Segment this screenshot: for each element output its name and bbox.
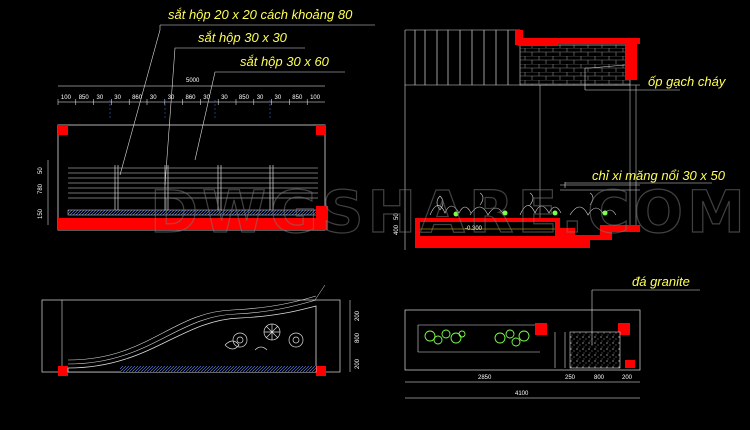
segment-dim-10: 850 xyxy=(239,95,250,101)
segment-dim-2: 30 xyxy=(97,95,104,101)
dim-total-width: 5000 xyxy=(186,78,200,84)
side-dim-2: 780 xyxy=(38,183,44,194)
plan-dim-1: 200 xyxy=(355,310,361,321)
label-box-30x30: sắt hộp 30 x 30 xyxy=(198,30,288,45)
side-dim-50: 50 xyxy=(394,213,400,220)
plan-dim-total: 4100 xyxy=(515,391,529,397)
segment-dim-14: 100 xyxy=(310,95,321,101)
segment-dim-5: 30 xyxy=(150,95,157,101)
segment-dim-7: 860 xyxy=(186,95,197,101)
label-box-20x20: sắt hộp 20 x 20 cách khoảng 80 xyxy=(168,7,353,22)
label-cement-trim: chỉ xi măng nổi 30 x 50 xyxy=(592,168,726,183)
segment-dim-9: 30 xyxy=(221,95,228,101)
granite-block xyxy=(569,331,621,369)
plan-dim-3: 200 xyxy=(355,358,361,369)
side-dim-400: 400 xyxy=(394,224,400,235)
plan-dim-800: 800 xyxy=(594,375,605,381)
segment-dim-4: 860 xyxy=(132,95,143,101)
flower-pattern xyxy=(224,323,304,351)
plan-dim-250: 250 xyxy=(565,375,576,381)
side-dim-3: 150 xyxy=(38,208,44,219)
brick-cladding xyxy=(519,44,631,86)
segment-dim-0: 100 xyxy=(61,95,72,101)
plants-row xyxy=(429,192,617,216)
segment-dim-11: 30 xyxy=(257,95,264,101)
planter-plan: đá granite 2850 250 800 200 4100 xyxy=(404,274,700,399)
wall-elevation-view: -0.300 400 50 ốp gạch cháy chỉ xi măng n… xyxy=(394,29,727,250)
watermark: DWGSHARE.COM xyxy=(150,178,749,246)
base-slab-red xyxy=(58,218,320,230)
side-dim-1: 50 xyxy=(38,167,44,174)
label-box-30x60: sắt hộp 30 x 60 xyxy=(240,54,330,69)
curved-bench-plan: 200 800 200 xyxy=(41,284,361,376)
segment-dim-3: 30 xyxy=(114,95,121,101)
segment-dim-13: 850 xyxy=(292,95,303,101)
label-brick-cladding: ốp gạch cháy xyxy=(648,74,727,89)
plan-dim-200: 200 xyxy=(622,375,633,381)
plan-dim-2: 800 xyxy=(355,332,361,343)
segment-dim-12: 30 xyxy=(275,95,282,101)
segment-dim-1: 850 xyxy=(79,95,90,101)
post-left xyxy=(58,125,68,135)
curved-bench xyxy=(67,305,317,373)
post-right xyxy=(316,125,326,135)
segment-dim-8: 30 xyxy=(203,95,210,101)
plan-plants xyxy=(424,329,530,347)
level-label: -0.300 xyxy=(465,226,483,232)
label-granite: đá granite xyxy=(632,274,690,289)
plan-dim-2850: 2850 xyxy=(478,375,492,381)
